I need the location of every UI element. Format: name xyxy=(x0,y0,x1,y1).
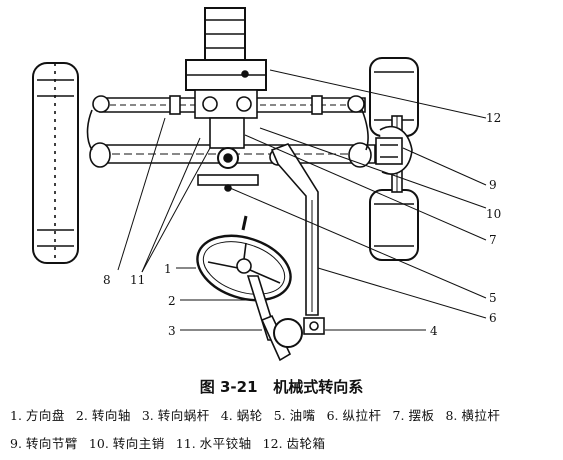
legend-item: 2. 转向轴 xyxy=(75,408,131,423)
callout-8: 8 xyxy=(103,273,111,287)
legend-item: 5. 油嘴 xyxy=(273,408,316,423)
drag-link xyxy=(269,143,319,316)
callout-2: 2 xyxy=(168,294,176,308)
callout-11: 11 xyxy=(130,273,145,287)
pitman-arm xyxy=(197,117,259,192)
right-wheel-lower xyxy=(369,189,419,261)
callout-5: 5 xyxy=(489,291,497,305)
legend-item: 12. 齿轮箱 xyxy=(262,436,326,451)
right-tie-rod-joint xyxy=(347,95,365,113)
steering-wheel xyxy=(196,215,292,302)
figure-title: 机械式转向系 xyxy=(273,378,364,396)
legend-item: 4. 蜗轮 xyxy=(220,408,263,423)
legend-item: 10. 转向主销 xyxy=(88,436,165,451)
legend-item: 6. 纵拉杆 xyxy=(326,408,382,423)
leader-lines xyxy=(117,69,487,331)
figure-caption: 图 3-21 机械式转向系 xyxy=(0,376,563,397)
callout-6: 6 xyxy=(489,311,497,325)
left-tie-rod-joint xyxy=(92,95,110,113)
left-wheel xyxy=(32,62,79,264)
left-knuckle-arm xyxy=(86,109,93,151)
legend-item: 3. 转向蜗杆 xyxy=(141,408,210,423)
left-kingpin-hub xyxy=(89,142,111,168)
callout-9: 9 xyxy=(489,178,497,192)
legend-item: 8. 横拉杆 xyxy=(445,408,501,423)
legend-item: 7. 摆板 xyxy=(392,408,435,423)
steering-knuckle-right xyxy=(361,109,413,193)
callout-12: 12 xyxy=(486,111,501,125)
callout-3: 3 xyxy=(168,324,176,338)
legend: 1. 方向盘 2. 转向轴 3. 转向蜗杆 4. 蜗轮 5. 油嘴 6. 纵拉杆… xyxy=(10,402,558,458)
callout-7: 7 xyxy=(489,233,497,247)
legend-item: 9. 转向节臂 xyxy=(10,436,78,451)
legend-item: 11. 水平铰轴 xyxy=(175,436,252,451)
callout-1: 1 xyxy=(164,262,172,276)
callout-10: 10 xyxy=(486,207,501,221)
steering-diagram: 1 2 3 4 5 6 7 8 9 10 11 12 xyxy=(32,7,501,362)
worm-gear xyxy=(273,317,325,348)
legend-item: 1. 方向盘 xyxy=(10,408,65,423)
gear-box xyxy=(185,7,267,119)
figure-number: 图 3-21 xyxy=(199,378,258,396)
callout-4: 4 xyxy=(430,324,438,338)
